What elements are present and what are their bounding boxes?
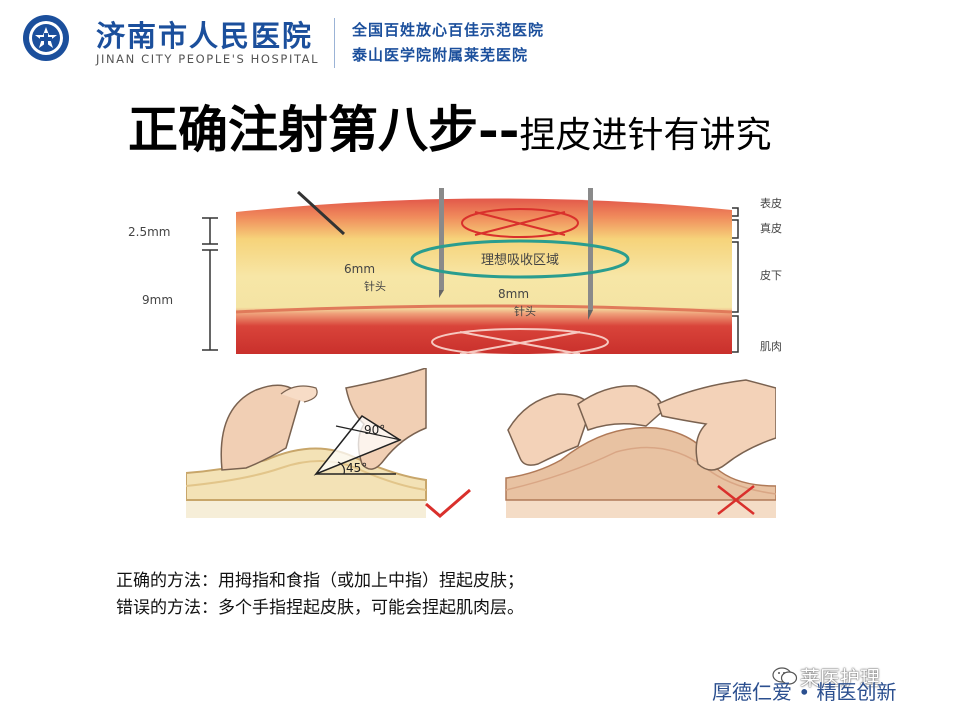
ideal-zone-label: 理想吸收区域 xyxy=(481,252,559,268)
layer-dermis-label: 真皮 xyxy=(760,221,782,235)
angled-needle xyxy=(296,190,346,236)
slide-title-main: 正确注射第八步-- xyxy=(128,100,520,159)
dim-2-5mm-label: 2.5mm xyxy=(128,225,170,239)
pinching-hand-right xyxy=(657,379,776,471)
layer-muscle-label: 肌肉 xyxy=(760,340,782,353)
ideal-zone-marker xyxy=(410,239,630,279)
wrong-method-text: 错误的方法：多个手指捏起皮肤，可能会捏起肌肉层。 xyxy=(116,598,524,618)
skin-layer-diagram: 理想吸收区域 6mm 针头 8mm 针头 2.5mm 9mm 表皮 真皮 皮下 … xyxy=(128,188,782,355)
needle-8-tip-label: 针头 xyxy=(514,304,536,318)
checkmark-icon xyxy=(425,488,471,518)
tagline-1: 全国百姓放心百佳示范医院 xyxy=(352,21,545,39)
header-divider xyxy=(334,18,335,68)
needle-6-tip-label: 针头 xyxy=(364,279,386,293)
needle-6mm xyxy=(439,188,444,290)
pinching-hand-left xyxy=(507,393,592,466)
layer-subcutaneous-label: 皮下 xyxy=(760,269,782,282)
correct-pinch-illustration: 90° 45° xyxy=(186,368,471,518)
epidermis-marker xyxy=(461,208,579,238)
correct-method-text: 正确的方法：用拇指和食指（或加上中指）捏起皮肤； xyxy=(116,571,524,591)
thumb-shape xyxy=(220,384,302,471)
slide-title: 正确注射第八步--捏皮进针有讲究 xyxy=(128,90,772,162)
needle-8mm xyxy=(588,188,593,310)
hospital-name-cn: 济南市人民医院 xyxy=(96,19,314,53)
hospital-name-en: JINAN CITY PEOPLE'S HOSPITAL xyxy=(96,52,320,66)
needle-6-label: 6mm xyxy=(344,262,375,276)
wechat-account-name: 莱医护理 xyxy=(800,666,880,690)
hospital-emblem-icon xyxy=(23,15,69,61)
layer-brackets xyxy=(732,207,739,353)
angle-90-label: 90° xyxy=(364,423,385,437)
wechat-icon xyxy=(772,667,798,685)
slide-title-sub: 捏皮进针有讲究 xyxy=(519,115,772,156)
wrong-pinch-illustration xyxy=(505,379,776,518)
pinch-illustrations: 90° 45° xyxy=(186,368,776,518)
dim-9mm-label: 9mm xyxy=(142,293,173,307)
layer-epidermis-label: 表皮 xyxy=(760,196,782,210)
tagline-2: 泰山医学院附属莱芜医院 xyxy=(352,46,529,64)
dimension-lines xyxy=(202,217,218,351)
angle-45-label: 45° xyxy=(346,461,367,475)
needle-8-label: 8mm xyxy=(498,287,529,301)
hospital-motto: 厚德仁爱 • 精医创新 xyxy=(712,680,897,704)
muscle-marker xyxy=(431,328,609,355)
